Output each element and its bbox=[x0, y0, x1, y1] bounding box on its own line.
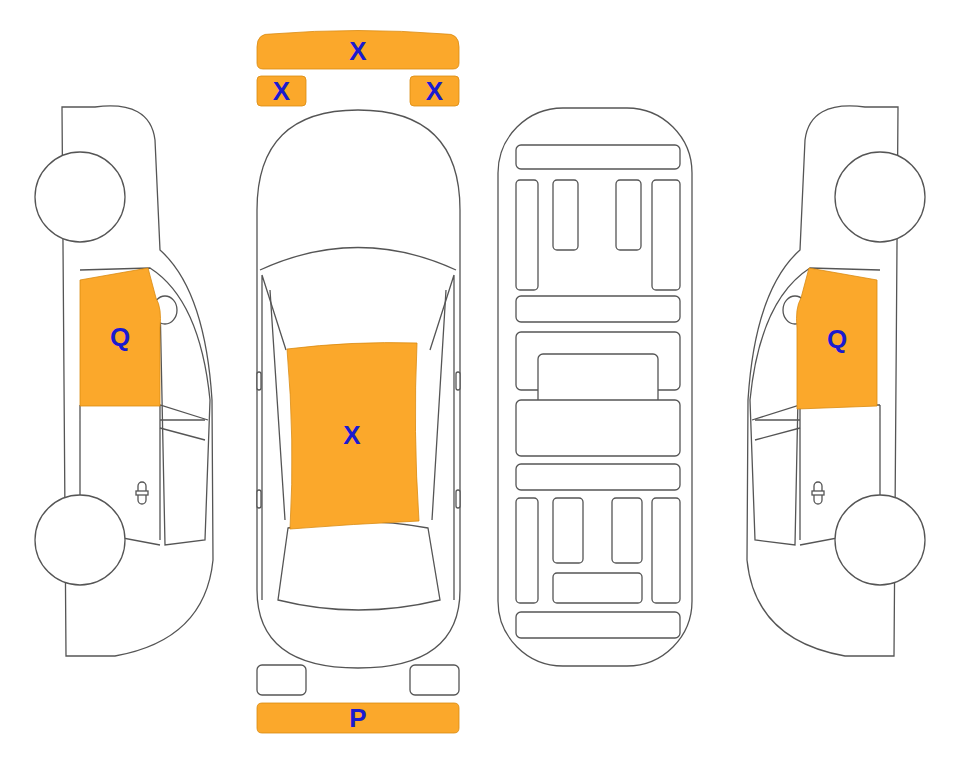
damage-code: Q bbox=[110, 324, 130, 350]
damage-code: X bbox=[349, 38, 366, 64]
damage-code: X bbox=[343, 422, 360, 448]
roof-panel: X bbox=[285, 341, 419, 529]
damage-code: P bbox=[349, 705, 366, 731]
right-side-car bbox=[747, 106, 925, 656]
front-door-panel: Q bbox=[78, 268, 162, 406]
front-door-panel: Q bbox=[795, 268, 879, 409]
damage-code: Q bbox=[827, 326, 847, 352]
damage-code: X bbox=[273, 78, 290, 104]
rear-bumper-panel: P bbox=[257, 703, 459, 733]
underbody-view bbox=[498, 108, 692, 666]
headlight-panel: X bbox=[410, 76, 459, 106]
front-bumper-panel: X bbox=[257, 33, 459, 69]
damage-code: X bbox=[426, 78, 443, 104]
headlight-panel: X bbox=[257, 76, 306, 106]
top-view-car bbox=[257, 110, 460, 695]
left-side-car bbox=[35, 106, 213, 656]
